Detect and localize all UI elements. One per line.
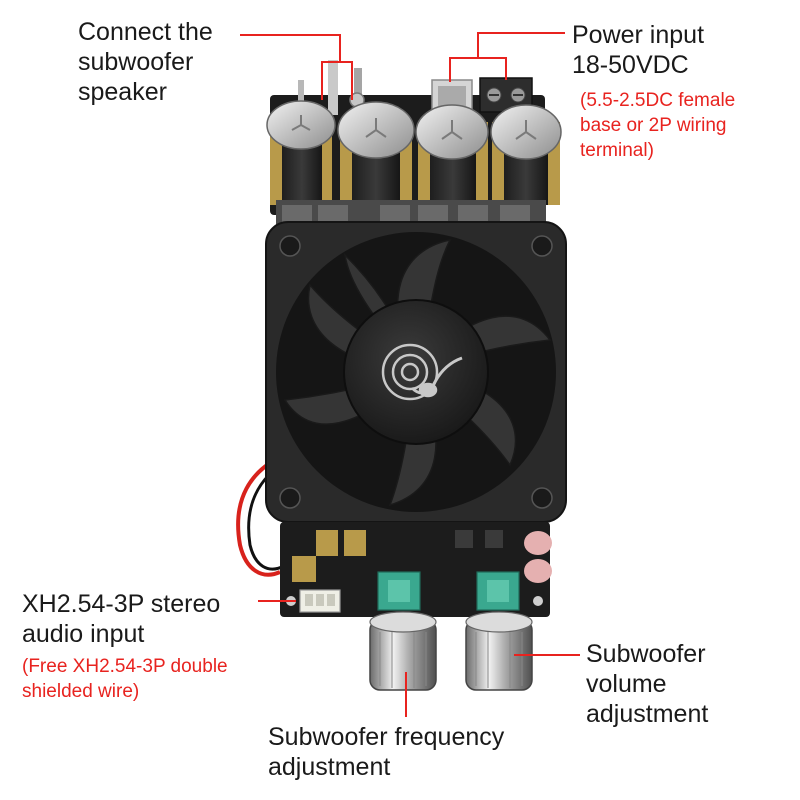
power-callout-bracket <box>449 57 507 82</box>
volume-potentiometer <box>476 571 520 611</box>
capacitor-4 <box>490 104 562 205</box>
capacitor-1 <box>266 100 336 205</box>
spiral-note-icon <box>381 343 463 401</box>
speaker-callout-bracket <box>321 61 353 100</box>
power-callout-line <box>477 32 565 58</box>
frequency-callout-label: Subwoofer frequency adjustment <box>268 723 505 781</box>
speaker-callout-line <box>240 34 341 62</box>
volume-knob <box>465 611 533 691</box>
capacitor-3 <box>415 104 489 205</box>
power-callout-label: Power input 18-50VDC <box>572 21 705 79</box>
xh254-audio-connector <box>299 589 341 613</box>
frequency-potentiometer <box>377 571 421 611</box>
speaker-terminal <box>298 60 365 116</box>
capacitor-2 <box>337 101 415 205</box>
power-callout-note: (5.5-2.5DC female base or 2P wiring term… <box>580 90 736 161</box>
cooling-fan <box>265 221 567 523</box>
audio-input-callout-label: XH2.54-3P stereo audio input <box>22 590 221 648</box>
speaker-callout-label: Connect the subwoofer speaker <box>78 18 213 106</box>
frequency-knob <box>369 611 437 691</box>
red-wire <box>236 453 286 577</box>
audio-input-callout-note: (Free XH2.54-3P double shielded wire) <box>22 656 228 702</box>
callout-lines <box>240 32 580 717</box>
volume-callout-label: Subwoofer volume adjustment <box>586 640 709 728</box>
